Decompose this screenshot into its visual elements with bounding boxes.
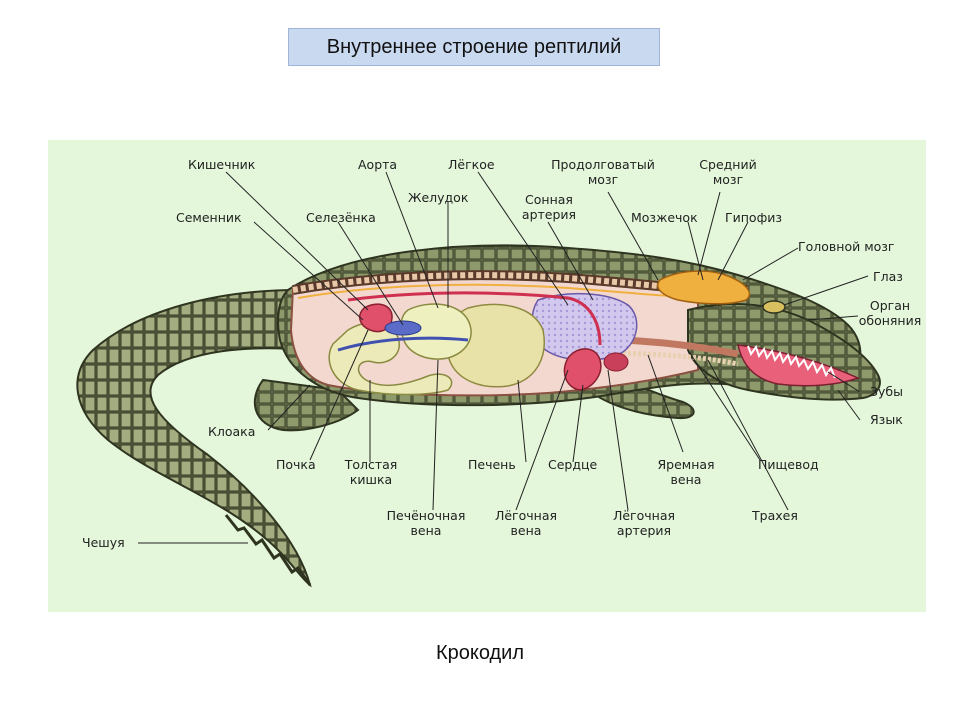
label-cloaca: Клоака — [208, 424, 256, 439]
label-scales: Чешуя — [82, 535, 125, 550]
intestines-shape — [328, 321, 453, 396]
label-stomach: Желудок — [408, 190, 469, 205]
teeth — [747, 344, 836, 379]
label-pulmonary-vein-line1: Лёгочная — [494, 508, 558, 523]
label-olfactory-line1: Орган — [869, 298, 911, 313]
label-hepatic-vein-line1: Печёночная — [386, 508, 466, 523]
vein-shape — [337, 336, 469, 352]
label-heart: Сердце — [548, 457, 598, 472]
crocodile-diagram-panel: Кишечник Аорта Лёгкое Продолговатый мозг… — [48, 140, 926, 612]
label-hepatic-vein: Печёночная вена — [376, 508, 476, 538]
label-liver: Печень — [468, 457, 516, 472]
crocodile-anatomy-illustration — [76, 171, 881, 588]
slide-title: Внутреннее строение рептилий — [288, 28, 660, 66]
figure-caption: Крокодил — [435, 642, 525, 664]
label-aorta: Аорта — [358, 157, 398, 172]
heart-atrium — [603, 352, 629, 372]
label-kidney: Почка — [276, 457, 316, 472]
kidney-shape — [359, 303, 393, 333]
label-testis: Семенник — [176, 210, 242, 225]
label-pulmonary-artery-line2: артерия — [616, 523, 672, 538]
leader-lines — [138, 171, 869, 544]
label-colon-line2: кишка — [349, 472, 393, 487]
label-medulla-line2: мозг — [587, 172, 619, 187]
label-carotid: Сонная артерия — [516, 192, 582, 222]
label-trachea: Трахея — [752, 508, 798, 523]
label-carotid-line2: артерия — [521, 207, 577, 222]
label-intestine: Кишечник — [188, 157, 256, 172]
label-colon: Толстая кишка — [338, 457, 404, 487]
label-colon-line1: Толстая — [344, 457, 398, 472]
aorta-shape — [347, 291, 602, 346]
label-hepatic-vein-line2: вена — [410, 523, 442, 538]
label-midbrain-line1: Средний — [699, 157, 757, 172]
label-olfactory-line2: обоняния — [858, 313, 922, 328]
eye-shape — [762, 300, 786, 314]
label-medulla-line1: Продолговатый — [551, 157, 655, 172]
spleen-shape — [384, 320, 422, 336]
label-pulmonary-artery: Лёгочная артерия — [604, 508, 684, 538]
label-jugular-line2: вена — [670, 472, 702, 487]
label-midbrain-line2: мозг — [712, 172, 744, 187]
label-cerebellum: Мозжечок — [631, 210, 698, 225]
label-teeth: Зубы — [870, 384, 903, 399]
label-olfactory: Орган обоняния — [856, 298, 924, 328]
back-leg — [253, 378, 360, 432]
heart-shape — [563, 348, 602, 391]
label-pulmonary-vein: Лёгочная вена — [486, 508, 566, 538]
label-brain: Головной мозг — [798, 239, 895, 254]
label-eye: Глаз — [873, 269, 903, 284]
tail-ridge — [224, 514, 312, 586]
label-spleen: Селезёнка — [306, 210, 376, 225]
label-jugular-line1: Яремная — [657, 457, 715, 472]
label-jugular: Яремная вена — [644, 457, 728, 487]
label-lung: Лёгкое — [448, 157, 495, 172]
brain-shape — [657, 270, 751, 305]
label-pulmonary-artery-line1: Лёгочная — [612, 508, 676, 523]
label-midbrain: Средний мозг — [693, 157, 763, 187]
label-pulmonary-vein-line2: вена — [510, 523, 542, 538]
label-tongue: Язык — [870, 412, 903, 427]
label-esophagus: Пищевод — [758, 457, 819, 472]
label-medulla: Продолговатый мозг — [538, 157, 668, 187]
label-pituitary: Гипофиз — [725, 210, 783, 225]
label-carotid-line1: Сонная — [525, 192, 573, 207]
